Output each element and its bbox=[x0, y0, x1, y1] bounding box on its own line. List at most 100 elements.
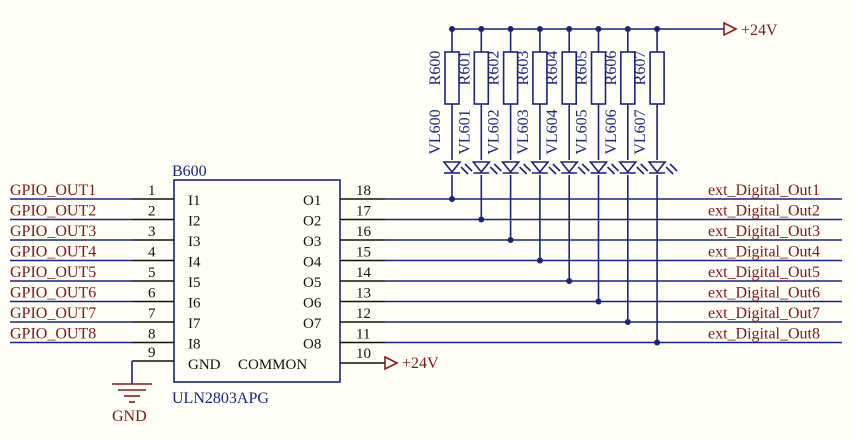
led-emission-ray bbox=[606, 166, 616, 175]
led-emission-ray bbox=[523, 163, 532, 172]
output-pin-number: 12 bbox=[356, 306, 371, 322]
led-triangle bbox=[442, 161, 462, 174]
led-emission-ray bbox=[636, 166, 645, 175]
output-pin-number: 13 bbox=[356, 286, 371, 302]
input-net-label: GPIO_OUT8 bbox=[10, 326, 96, 343]
output-net-label: ext_Digital_Out1 bbox=[708, 182, 820, 199]
junction-dot bbox=[507, 237, 514, 243]
input-pin-number: 3 bbox=[148, 224, 156, 240]
output-pin-number: 11 bbox=[356, 327, 370, 343]
output-net-label: ext_Digital_Out5 bbox=[708, 264, 820, 281]
led-triangle bbox=[647, 161, 667, 174]
output-net-label: ext_Digital_Out6 bbox=[708, 285, 820, 302]
led-emission-ray bbox=[464, 163, 473, 172]
input-pin-number: 6 bbox=[148, 286, 156, 302]
output-net-label: ext_Digital_Out8 bbox=[708, 326, 820, 343]
resistor-label: R606 bbox=[603, 51, 620, 86]
output-pin-name: O7 bbox=[303, 316, 322, 332]
output-pin-name: O2 bbox=[303, 214, 321, 230]
input-pin-number: 2 bbox=[148, 204, 156, 220]
led-emission-ray bbox=[489, 166, 498, 175]
led-triangle bbox=[500, 161, 521, 174]
output-pin-number: 18 bbox=[356, 183, 371, 199]
gnd-pin-name: GND bbox=[188, 357, 221, 373]
input-net-label: GPIO_OUT1 bbox=[10, 182, 96, 199]
output-net-label: ext_Digital_Out7 bbox=[708, 305, 820, 322]
common-power-label: +24V bbox=[402, 355, 439, 372]
led-label: VL607 bbox=[632, 109, 649, 154]
led-triangle bbox=[471, 161, 491, 174]
led-label: VL604 bbox=[544, 109, 561, 154]
led-emission-ray bbox=[577, 166, 586, 175]
resistor-label: R600 bbox=[427, 51, 444, 86]
output-pin-name: O3 bbox=[303, 234, 321, 250]
resistor-label: R602 bbox=[486, 51, 503, 86]
input-pin-name: I4 bbox=[188, 255, 201, 271]
output-pin-name: O6 bbox=[303, 296, 322, 312]
led-emission-ray bbox=[493, 163, 502, 172]
resistor-label: R601 bbox=[456, 51, 473, 86]
led-triangle bbox=[588, 161, 609, 174]
led-label: VL606 bbox=[603, 109, 620, 154]
chip-part-number: ULN2803APG bbox=[172, 390, 269, 407]
input-pin-name: I6 bbox=[188, 296, 201, 312]
input-pin-name: I8 bbox=[188, 337, 201, 353]
input-net-label: GPIO_OUT7 bbox=[10, 305, 96, 322]
led-triangle bbox=[530, 161, 550, 174]
input-pin-number: 5 bbox=[148, 265, 156, 281]
input-pin-number: 7 bbox=[148, 306, 156, 322]
led-emission-ray bbox=[610, 163, 620, 172]
chip-body bbox=[173, 179, 341, 383]
led-label: VL600 bbox=[427, 109, 444, 154]
output-pin-number: 14 bbox=[356, 265, 372, 281]
output-pin-name: O5 bbox=[303, 275, 321, 291]
resistor-label: R605 bbox=[574, 51, 591, 86]
junction-dot bbox=[566, 278, 573, 284]
output-pin-name: O4 bbox=[303, 255, 322, 271]
top-power-label: +24V bbox=[741, 22, 778, 39]
input-net-label: GPIO_OUT6 bbox=[10, 285, 96, 302]
output-pin-number: 17 bbox=[356, 204, 372, 220]
output-net-label: ext_Digital_Out4 bbox=[708, 244, 820, 261]
resistor-label: R604 bbox=[544, 51, 561, 86]
input-pin-name: I7 bbox=[188, 316, 201, 332]
ground-symbol bbox=[112, 383, 152, 403]
led-emission-ray bbox=[669, 163, 678, 172]
led-emission-ray bbox=[640, 163, 649, 172]
led-emission-ray bbox=[460, 166, 469, 175]
led-label: VL602 bbox=[486, 109, 503, 154]
led-emission-ray bbox=[665, 166, 674, 175]
input-pin-number: 4 bbox=[148, 245, 156, 261]
led-label: VL605 bbox=[574, 109, 591, 154]
input-net-label: GPIO_OUT4 bbox=[10, 244, 96, 261]
led-emission-ray bbox=[552, 163, 561, 172]
top-power-arrow bbox=[723, 21, 738, 37]
resistor-label: R603 bbox=[515, 51, 532, 86]
led-emission-ray bbox=[581, 163, 590, 172]
output-net-label: ext_Digital_Out2 bbox=[708, 203, 820, 220]
output-pin-name: O8 bbox=[303, 337, 321, 353]
led-label: VL603 bbox=[515, 109, 532, 154]
input-pin-name: I1 bbox=[188, 193, 201, 209]
input-pin-number: 8 bbox=[148, 327, 156, 343]
output-net-label: ext_Digital_Out3 bbox=[708, 223, 820, 240]
common-pin-number: 10 bbox=[356, 346, 371, 362]
output-pin-number: 15 bbox=[356, 245, 371, 261]
chip-designator: B600 bbox=[172, 163, 207, 180]
common-pin-name: COMMON bbox=[238, 357, 307, 373]
input-net-label: GPIO_OUT2 bbox=[10, 203, 96, 220]
input-pin-name: I5 bbox=[188, 275, 201, 291]
input-net-label: GPIO_OUT5 bbox=[10, 264, 96, 281]
junction-dot bbox=[478, 216, 485, 223]
input-pin-number: 1 bbox=[148, 183, 156, 199]
resistor-body bbox=[649, 51, 665, 105]
junction-dot bbox=[449, 196, 455, 202]
input-net-label: GPIO_OUT3 bbox=[10, 223, 96, 240]
junction-dot bbox=[595, 298, 602, 305]
gnd-pin-number: 9 bbox=[148, 345, 156, 361]
gnd-net-label: GND bbox=[112, 408, 147, 425]
junction-dot bbox=[654, 339, 661, 346]
input-pin-name: I3 bbox=[188, 234, 201, 250]
led-triangle bbox=[559, 161, 579, 174]
